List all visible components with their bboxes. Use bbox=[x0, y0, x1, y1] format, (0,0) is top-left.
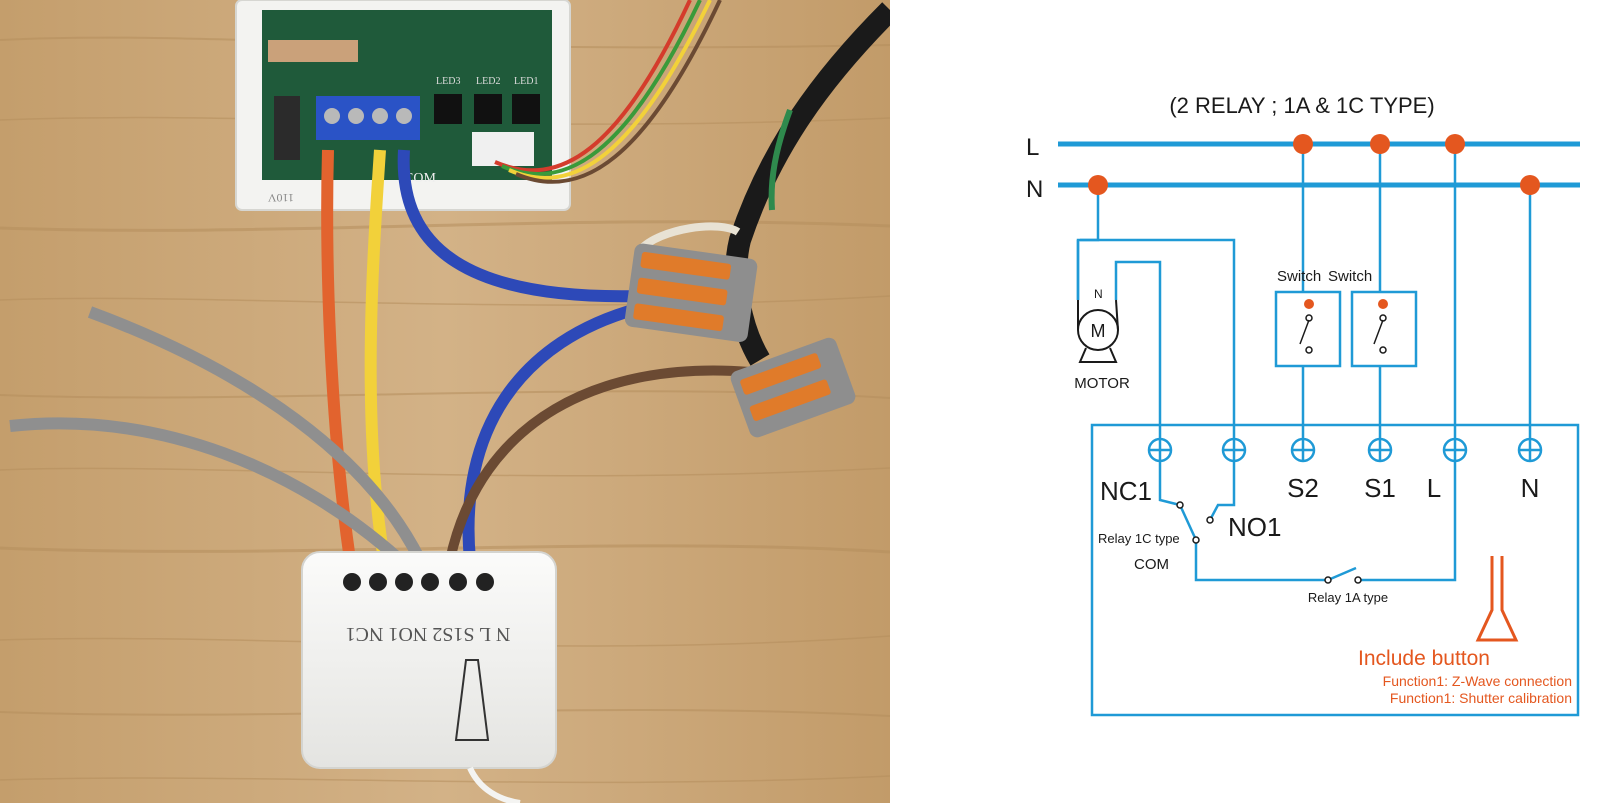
node-l-l bbox=[1445, 134, 1465, 154]
relay-contacts bbox=[1176, 501, 1362, 584]
include-function-1: Function1: Z-Wave connection bbox=[1383, 673, 1572, 689]
relay-1a-label: Relay 1A type bbox=[1308, 590, 1388, 605]
lever-connector-2 bbox=[730, 337, 856, 438]
board-label-led1: LED1 bbox=[514, 76, 538, 87]
wiring bbox=[1076, 144, 1580, 717]
terminals bbox=[1147, 437, 1543, 463]
shutter-module: N L S1S2 NO1 NC1 bbox=[301, 551, 557, 769]
wiring-photo-illustration: LED3 LED2 LED1 COM 110V bbox=[0, 0, 890, 803]
bus-nodes bbox=[1088, 134, 1540, 195]
board-label-led2: LED2 bbox=[476, 76, 500, 87]
terminal-s2-screw bbox=[1290, 437, 1316, 463]
board-label-led3: LED3 bbox=[436, 76, 460, 87]
housing-print-110v: 110V bbox=[267, 191, 294, 205]
terminal-com-label: COM bbox=[404, 171, 436, 186]
terminal-label-nc1: NC1 bbox=[1100, 476, 1152, 506]
wire-white bbox=[637, 222, 741, 253]
switch-label-s2: Switch bbox=[1277, 268, 1321, 285]
terminal-n-screw bbox=[1517, 437, 1543, 463]
relay-1c-label: Relay 1C type bbox=[1098, 531, 1180, 546]
include-function-2: Function1: Shutter calibration bbox=[1390, 690, 1572, 706]
motor-terminal-label: N bbox=[1094, 287, 1103, 301]
node-n-n bbox=[1520, 175, 1540, 195]
l-bus-label: L bbox=[1026, 134, 1039, 161]
wire-brown bbox=[445, 365, 751, 562]
node-l-s1 bbox=[1370, 134, 1390, 154]
terminal-s1-screw bbox=[1367, 437, 1393, 463]
ribbon-wires bbox=[494, 0, 722, 184]
terminal-label-s1: S1 bbox=[1364, 473, 1396, 503]
green-wire bbox=[768, 108, 793, 211]
terminal-label-l: L bbox=[1427, 473, 1441, 503]
terminal-l-screw bbox=[1442, 437, 1468, 463]
include-button-icon bbox=[1475, 556, 1519, 642]
motor-letter: M bbox=[1091, 321, 1106, 341]
terminal-nc1-screw bbox=[1147, 437, 1173, 463]
motor-symbol: M N MOTOR bbox=[1074, 287, 1130, 392]
n-bus-label: N bbox=[1026, 176, 1043, 203]
switch-label-s1: Switch bbox=[1328, 268, 1372, 285]
wire-gray-2 bbox=[9, 417, 405, 565]
wire-red bbox=[321, 149, 356, 561]
wiring-schematic: (2 RELAY ; 1A & 1C TYPE) L N bbox=[890, 0, 1600, 803]
lever-connector-1 bbox=[624, 243, 758, 342]
terminal-label-s2: S2 bbox=[1287, 473, 1319, 503]
switch-s1: Switch bbox=[1328, 268, 1418, 368]
terminal-label-n: N bbox=[1521, 473, 1540, 503]
schematic-canvas: (2 RELAY ; 1A & 1C TYPE) L N bbox=[1026, 93, 1580, 717]
node-l-s2 bbox=[1293, 134, 1313, 154]
module-pin-labels: N L S1S2 NO1 NC1 bbox=[346, 623, 511, 645]
motor-label: MOTOR bbox=[1074, 375, 1130, 392]
wire-blue-top bbox=[397, 149, 641, 303]
wiring-photo: LED3 LED2 LED1 COM 110V bbox=[0, 0, 890, 803]
terminal-no1-screw bbox=[1221, 437, 1247, 463]
module-cable bbox=[467, 766, 521, 803]
com-label: COM bbox=[1134, 556, 1169, 573]
diagram-title: (2 RELAY ; 1A & 1C TYPE) bbox=[1169, 93, 1434, 118]
wire-gray-1 bbox=[87, 306, 426, 563]
switch-s2: Switch bbox=[1274, 268, 1342, 368]
include-button-title: Include button bbox=[1358, 647, 1490, 670]
node-n-motor bbox=[1088, 175, 1108, 195]
terminal-label-no1: NO1 bbox=[1228, 512, 1281, 542]
